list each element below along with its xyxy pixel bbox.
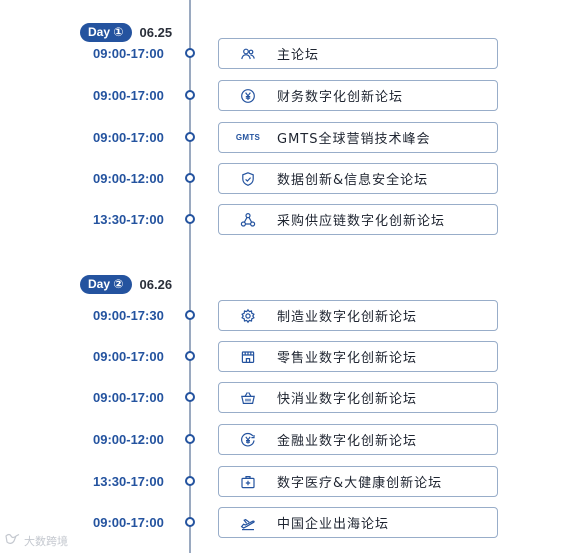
session-title: 快消业数字化创新论坛 bbox=[277, 392, 418, 407]
session-card-data-security[interactable]: 数据创新&信息安全论坛 bbox=[218, 163, 498, 194]
session-title: 采购供应链数字化创新论坛 bbox=[277, 214, 446, 229]
medical-kit-icon bbox=[219, 467, 277, 496]
watermark-text: 大数跨境 bbox=[24, 534, 68, 548]
timeline-dot bbox=[185, 517, 195, 527]
session-card-gmts[interactable]: GMTS GMTS全球营销技术峰会 bbox=[218, 122, 498, 153]
basket-icon bbox=[219, 383, 277, 412]
bird-logo-icon bbox=[4, 532, 22, 549]
session-time: 09:00-17:00 bbox=[93, 88, 164, 103]
session-title: 数据创新&信息安全论坛 bbox=[277, 173, 429, 188]
timeline-dot bbox=[185, 476, 195, 486]
gmts-logo: GMTS bbox=[235, 133, 261, 142]
airplane-icon bbox=[219, 508, 277, 537]
timeline-dot bbox=[185, 351, 195, 361]
session-title: 制造业数字化创新论坛 bbox=[277, 310, 418, 325]
session-card-fmcg[interactable]: 快消业数字化创新论坛 bbox=[218, 382, 498, 413]
session-card-main-forum[interactable]: 主论坛 bbox=[218, 38, 498, 69]
session-card-going-global[interactable]: 中国企业出海论坛 bbox=[218, 507, 498, 538]
session-time: 09:00-17:00 bbox=[93, 515, 164, 530]
gear-icon bbox=[219, 301, 277, 330]
timeline-dot bbox=[185, 173, 195, 183]
session-title: 财务数字化创新论坛 bbox=[277, 90, 404, 105]
session-time: 09:00-17:00 bbox=[93, 349, 164, 364]
day-header: Day ① 06.25 bbox=[80, 22, 172, 42]
session-card-finance-industry[interactable]: 金融业数字化创新论坛 bbox=[218, 424, 498, 455]
session-title: 主论坛 bbox=[277, 48, 320, 63]
day-badge: Day ① bbox=[80, 22, 132, 42]
timeline-line bbox=[189, 0, 191, 553]
timeline-dot bbox=[185, 214, 195, 224]
session-time: 09:00-17:00 bbox=[93, 46, 164, 61]
session-time: 09:00-17:30 bbox=[93, 308, 164, 323]
shield-icon bbox=[219, 164, 277, 193]
session-card-finance[interactable]: 财务数字化创新论坛 bbox=[218, 80, 498, 111]
session-title: GMTS全球营销技术峰会 bbox=[277, 132, 431, 147]
timeline-dot bbox=[185, 434, 195, 444]
network-icon bbox=[219, 205, 277, 234]
session-title: 中国企业出海论坛 bbox=[277, 517, 390, 532]
session-title: 零售业数字化创新论坛 bbox=[277, 351, 418, 366]
timeline-dot bbox=[185, 90, 195, 100]
timeline-dot bbox=[185, 48, 195, 58]
day-header: Day ② 06.26 bbox=[80, 274, 172, 294]
session-time: 09:00-17:00 bbox=[93, 390, 164, 405]
day-date: 06.26 bbox=[139, 276, 173, 292]
timeline-dot bbox=[185, 310, 195, 320]
session-card-retail[interactable]: 零售业数字化创新论坛 bbox=[218, 341, 498, 372]
session-time: 13:30-17:00 bbox=[93, 474, 164, 489]
store-icon bbox=[219, 342, 277, 371]
session-time: 13:30-17:00 bbox=[93, 212, 164, 227]
session-card-healthcare[interactable]: 数字医疗&大健康创新论坛 bbox=[218, 466, 498, 497]
session-time: 09:00-12:00 bbox=[93, 432, 164, 447]
timeline-dot bbox=[185, 132, 195, 142]
watermark: 大数跨境 bbox=[4, 532, 68, 549]
timeline-dot bbox=[185, 392, 195, 402]
yen-icon bbox=[219, 81, 277, 110]
session-card-manufacturing[interactable]: 制造业数字化创新论坛 bbox=[218, 300, 498, 331]
day-badge: Day ② bbox=[80, 274, 132, 294]
session-time: 09:00-12:00 bbox=[93, 171, 164, 186]
coin-icon bbox=[219, 425, 277, 454]
day-date: 06.25 bbox=[139, 24, 173, 40]
session-card-supply-chain[interactable]: 采购供应链数字化创新论坛 bbox=[218, 204, 498, 235]
people-icon bbox=[219, 39, 277, 68]
session-title: 数字医疗&大健康创新论坛 bbox=[277, 476, 443, 491]
session-title: 金融业数字化创新论坛 bbox=[277, 434, 418, 449]
session-time: 09:00-17:00 bbox=[93, 130, 164, 145]
